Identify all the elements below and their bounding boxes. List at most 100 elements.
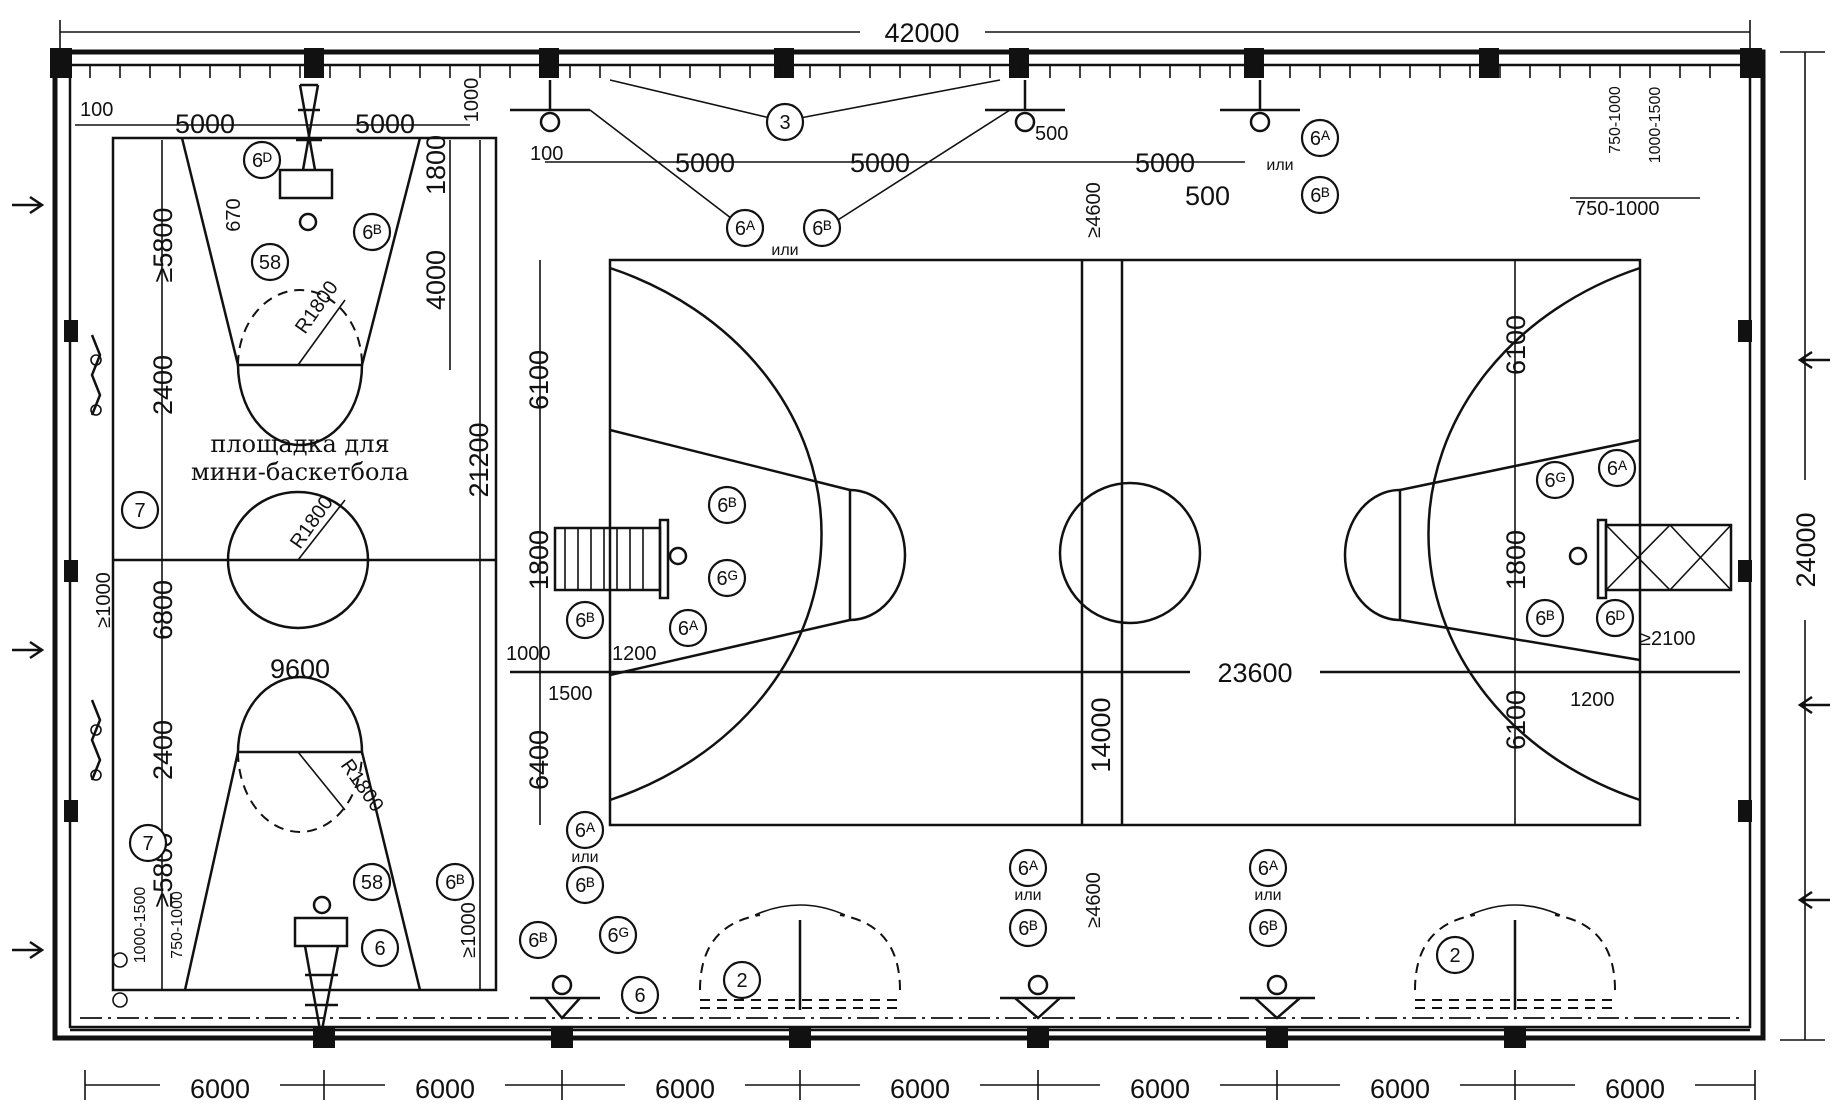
callout-6b-left: 6ᴮ xyxy=(565,600,605,640)
callout-6a-top-text: 6ᴬ xyxy=(735,218,756,240)
callout-2-left-text: 2 xyxy=(736,970,747,992)
radius-center: R1800 xyxy=(286,492,338,553)
callout-6v-b1-text: 6ᴮ xyxy=(528,930,547,952)
mini-dim-5800-top: ≥5800 xyxy=(148,208,178,283)
callout-58-mini-top: 58 xyxy=(250,242,290,282)
main-dim-1800-right: 1800 xyxy=(1501,530,1531,590)
callout-6a-top-right: 6ᴬ xyxy=(1300,118,1340,158)
mini-dim-6800: 6800 xyxy=(148,580,178,640)
mini-dim-min-1000-left: ≥1000 xyxy=(93,572,115,627)
callout-6a-left-text: 6ᴬ xyxy=(678,618,699,640)
main-dim-14000: 14000 xyxy=(1086,697,1116,772)
mini-court-dimensions: 100 5000 5000 1000 1800 4000 670 ≥5800 2… xyxy=(75,78,494,990)
callout-3-text: 3 xyxy=(779,112,790,134)
top-dim-or-500: 500 xyxy=(1185,181,1230,211)
mini-dim-2400-bottom: 2400 xyxy=(148,720,178,780)
main-dim-6400: 6400 xyxy=(524,730,554,790)
mini-tower-bottom xyxy=(293,895,349,1031)
top-dim-100: 100 xyxy=(530,143,563,165)
dim-col-2: 6000 xyxy=(415,1074,475,1104)
mini-dim-4000: 4000 xyxy=(421,250,451,310)
callout-6g-right-text: 6ᴳ xyxy=(1544,470,1565,492)
columns-side xyxy=(64,320,1752,822)
top-dim-500: 500 xyxy=(1035,123,1068,145)
callout-58-mini-bottom: 58 xyxy=(352,862,392,902)
mini-dim-670: 670 xyxy=(223,198,245,231)
callout-2-right-text: 2 xyxy=(1449,945,1460,967)
wall-bars-left xyxy=(90,334,128,1008)
left-dim-1000-1500: 1000-1500 xyxy=(132,887,149,964)
or-label-top-right: или xyxy=(1266,157,1293,174)
callout-3: 3 xyxy=(765,102,805,142)
top-dim-5000-b: 5000 xyxy=(850,148,910,178)
callout-6a-right: 6ᴬ xyxy=(1597,448,1637,488)
mini-dim-1000-top: 1000 xyxy=(461,78,483,123)
callout-6b-top-right-text: 6ᴮ xyxy=(1310,185,1329,207)
callout-6b-top-right: 6ᴮ xyxy=(1300,175,1340,215)
right-basket-assembly xyxy=(1568,518,1733,600)
dim-col-3: 6000 xyxy=(655,1074,715,1104)
callout-6b-mini-bottom: 6ᴮ xyxy=(435,862,475,902)
right-dim-1000-1500: 1000-1500 xyxy=(1647,87,1664,164)
dim-col-6: 6000 xyxy=(1370,1074,1430,1104)
callout-6a-b2-text: 6ᴬ xyxy=(1018,858,1039,880)
main-dim-min-2100: ≥2100 xyxy=(1640,628,1695,650)
dim-col-4: 6000 xyxy=(890,1074,950,1104)
callout-6v-left: 6ᴮ xyxy=(707,485,747,525)
main-dim-1200: 1200 xyxy=(612,643,657,665)
or-label-b2: или xyxy=(1014,887,1041,904)
callout-58-mini-top-text: 58 xyxy=(259,252,281,274)
mini-dim-5000-b: 5000 xyxy=(355,109,415,139)
main-dim-6100: 6100 xyxy=(524,350,554,410)
main-dim-min-4600-bottom: ≥4600 xyxy=(1083,872,1105,927)
left-basket-assembly xyxy=(553,518,688,600)
callout-6a-left: 6ᴬ xyxy=(668,608,708,648)
callout-2-right: 2 xyxy=(1435,935,1475,975)
columns-bottom xyxy=(313,1026,1526,1048)
top-hanging-equipment xyxy=(510,79,1300,226)
callout-6b-left-text: 6ᴮ xyxy=(575,610,594,632)
callout-6d-mini-text: 6ᴰ xyxy=(252,150,272,172)
callout-6d-right-text: 6ᴰ xyxy=(1605,608,1625,630)
left-dim-750-1000: 750-1000 xyxy=(169,891,186,959)
or-label-b3: или xyxy=(1254,887,1281,904)
main-dim-1500: 1500 xyxy=(548,683,593,705)
dim-col-1: 6000 xyxy=(190,1074,250,1104)
main-dim-23600: 23600 xyxy=(1217,658,1292,688)
callout-6b-mini-top-text: 6ᴮ xyxy=(362,222,381,244)
callout-6a-b3-text: 6ᴬ xyxy=(1258,858,1279,880)
mini-dim-9600: 9600 xyxy=(270,654,330,684)
mini-basketball-court xyxy=(111,136,498,992)
right-dim-750-1000-a: 750-1000 xyxy=(1607,86,1624,154)
window-ticks-top xyxy=(89,65,1711,78)
main-dim-1000: 1000 xyxy=(506,643,551,665)
dim-overall-height: 24000 xyxy=(1791,512,1821,587)
callout-6-mini-bottom: 6 xyxy=(360,928,400,968)
callout-6g-left-text: 6ᴳ xyxy=(716,568,737,590)
callout-6b-b2-text: 6ᴮ xyxy=(1018,918,1037,940)
top-dim-5000-a: 5000 xyxy=(675,148,735,178)
dimension-overall-width: 42000 xyxy=(59,18,1751,52)
side-arrows xyxy=(12,195,1830,960)
callout-6d-right: 6ᴰ xyxy=(1595,598,1635,638)
mini-dim-1800: 1800 xyxy=(421,135,451,195)
callout-7-bottom-text: 7 xyxy=(142,833,153,855)
callout-6v-left-text: 6ᴮ xyxy=(717,495,736,517)
main-dim-6100-right-top: 6100 xyxy=(1501,315,1531,375)
right-dim-750-1000-b: 750-1000 xyxy=(1575,198,1660,220)
mini-tower-top xyxy=(278,83,334,232)
main-court-dimensions: 6100 6400 6100 6100 1800 1800 23600 1400… xyxy=(506,182,1695,927)
rotating-partitions xyxy=(699,904,1616,1010)
callout-6g-right: 6ᴳ xyxy=(1535,460,1575,500)
callout-6g-left: 6ᴳ xyxy=(707,558,747,598)
main-dim-min-4600-top: ≥4600 xyxy=(1083,182,1105,237)
mini-court-label-line1: площадка для xyxy=(210,430,389,458)
callout-6a-right-text: 6ᴬ xyxy=(1607,458,1628,480)
top-dim-5000-c: 5000 xyxy=(1135,148,1195,178)
callout-bottom-basket-1: 6ᴬ или 6ᴮ 6ᴮ 6ᴳ 6 xyxy=(518,810,660,1015)
dimension-overall-height: 24000 xyxy=(1780,51,1825,1041)
callout-6v-right-text: 6ᴮ xyxy=(1535,608,1554,630)
mini-court-label-line2: мини-баскетбола xyxy=(191,458,409,486)
bottom-hanging-baskets xyxy=(530,974,1315,1020)
callout-6b-b3-text: 6ᴮ xyxy=(1258,918,1277,940)
